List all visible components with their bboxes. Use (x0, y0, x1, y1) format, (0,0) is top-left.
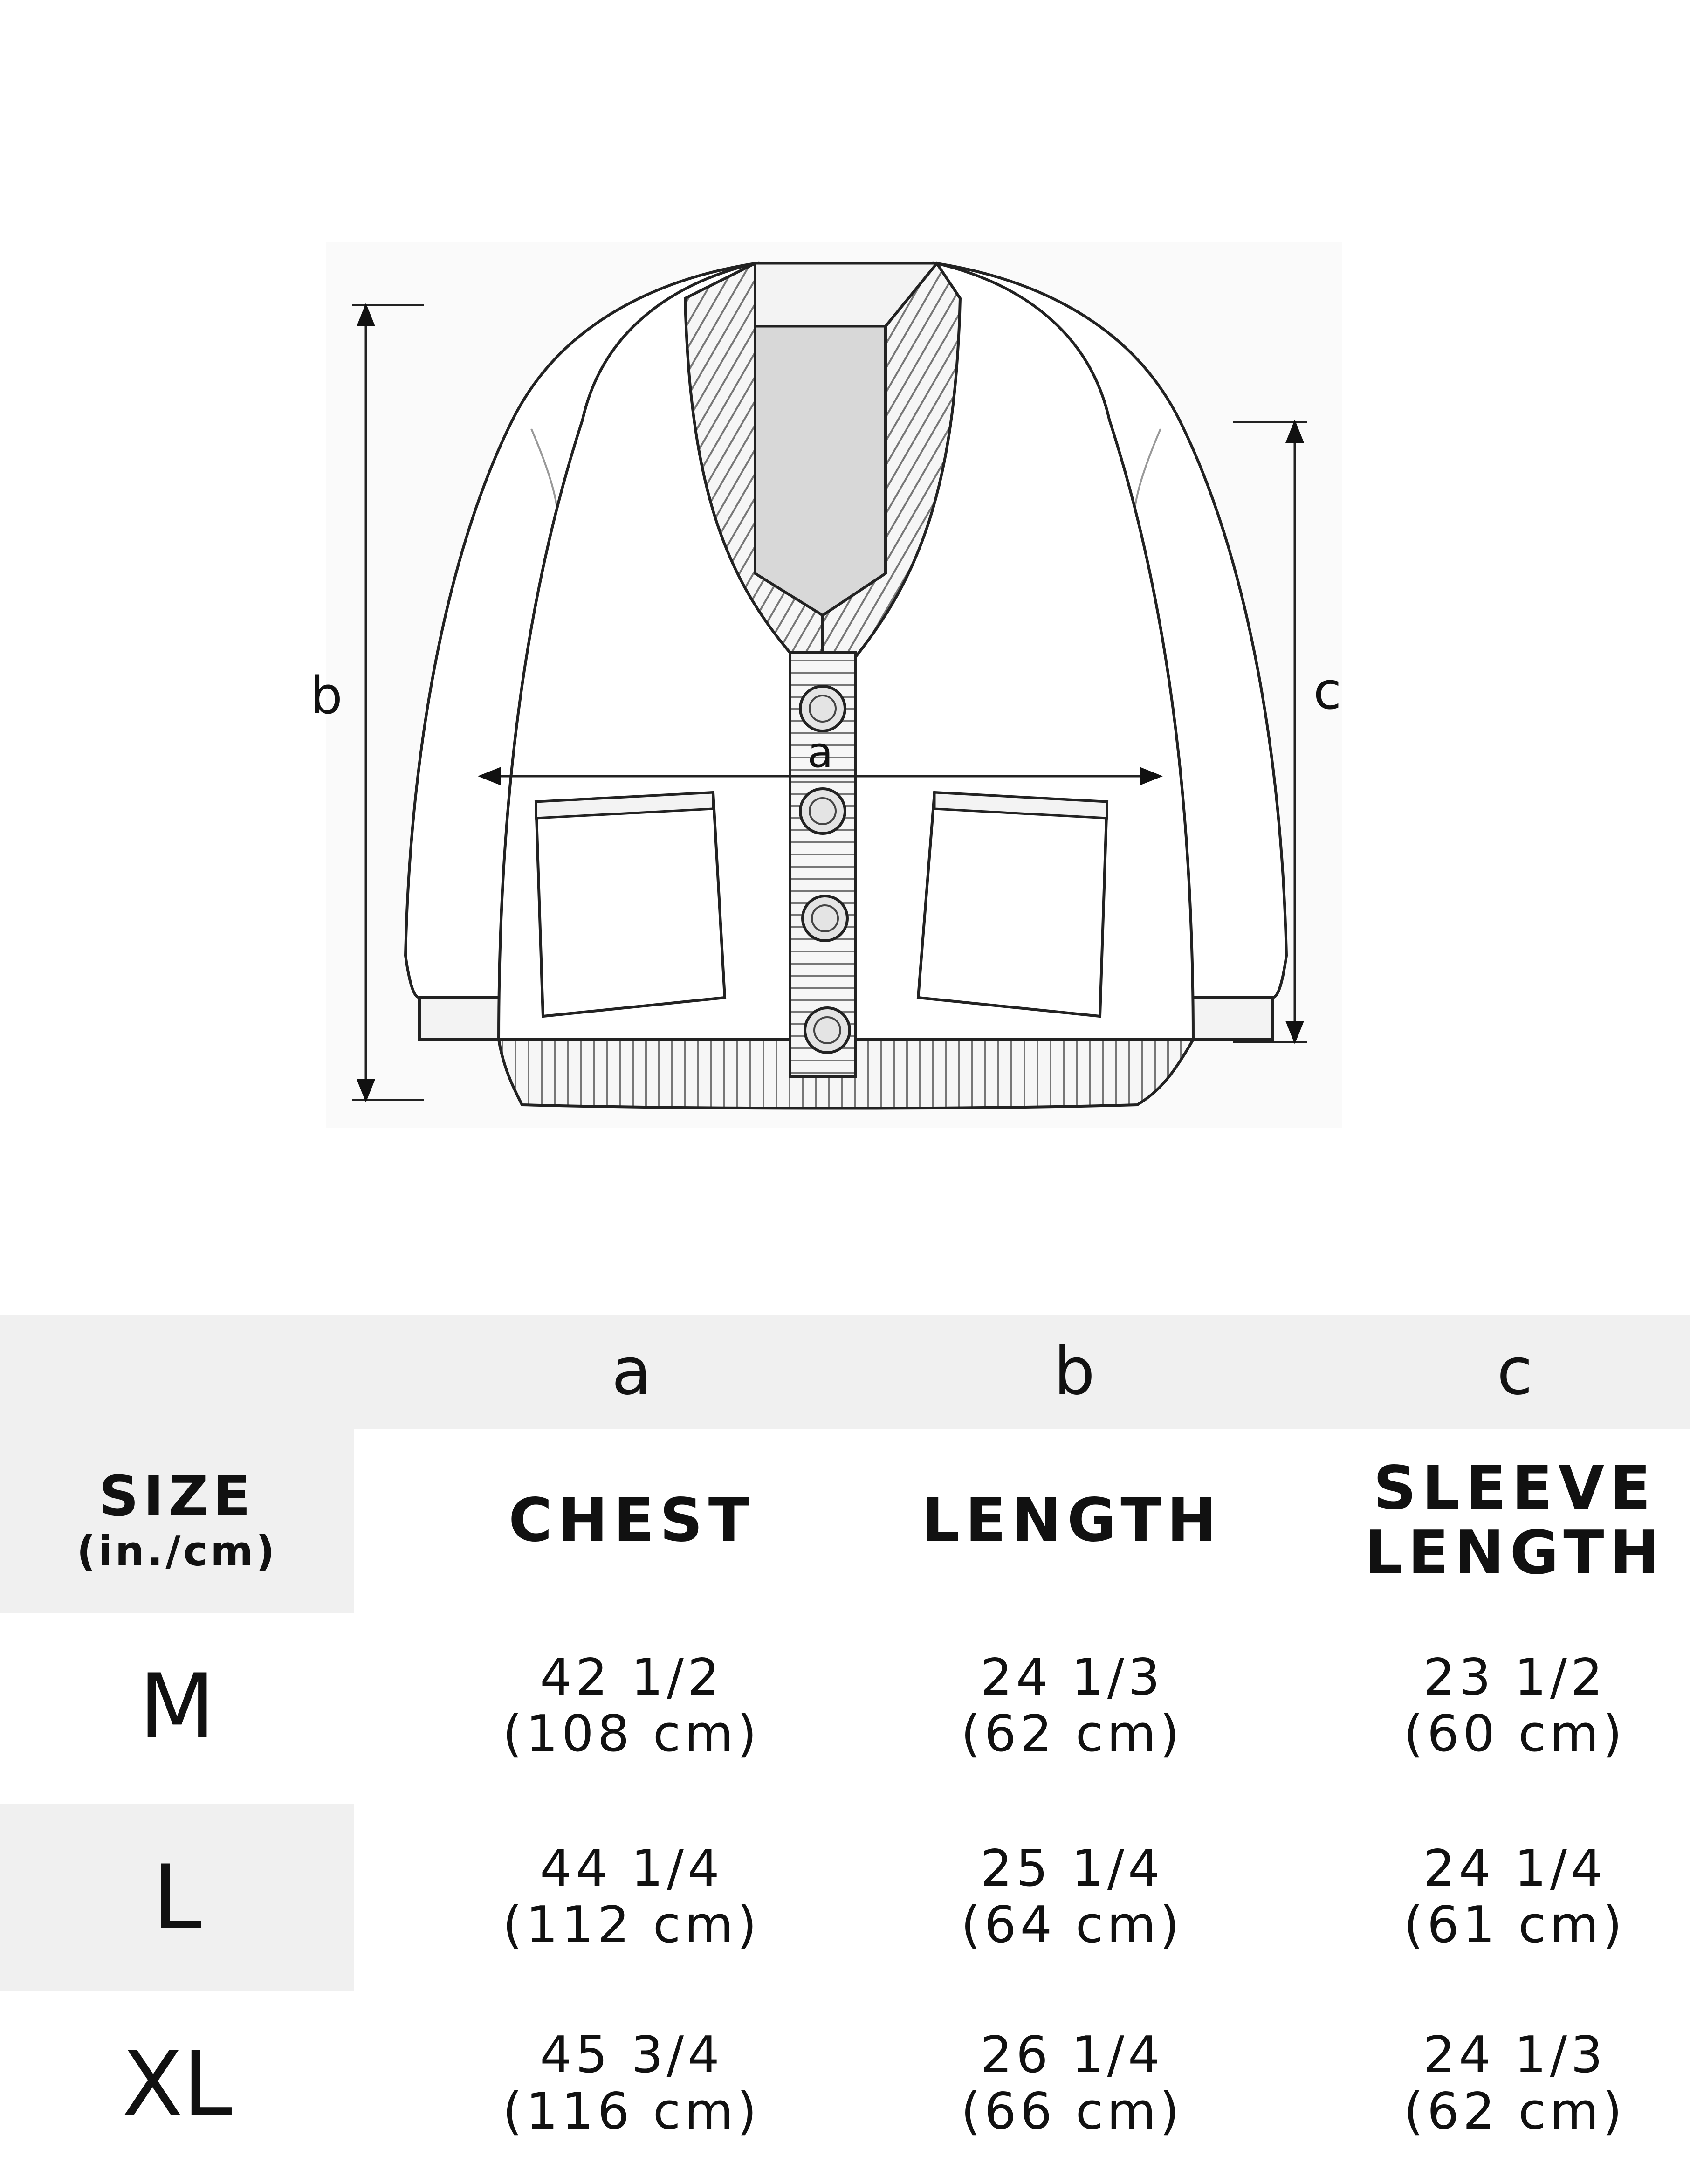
cm-value: (60 cm) (1403, 1705, 1626, 1763)
cm-value: (108 cm) (502, 1705, 761, 1763)
measure-label-c: c (1313, 661, 1341, 721)
length-header: LENGTH (921, 1486, 1223, 1556)
sleeve-value-cell: 23 1/2 (60 cm) (1305, 1613, 1690, 1799)
chest-value-cell: 42 1/2 (108 cm) (373, 1613, 890, 1799)
button (801, 895, 849, 942)
inch-value: 45 3/4 (540, 2026, 723, 2085)
size-cell-xl: XL (0, 1991, 354, 2177)
button (799, 685, 846, 732)
size-cell-l: L (0, 1804, 354, 1991)
chest-header: CHEST (508, 1486, 755, 1556)
inch-value: 44 1/4 (540, 1840, 723, 1898)
inch-value: 24 1/3 (1423, 2026, 1607, 2085)
size-cell-m: M (0, 1613, 354, 1799)
button (804, 1006, 851, 1054)
inch-value: 26 1/4 (980, 2026, 1164, 2085)
right-pocket-welt (933, 791, 1108, 820)
left-cuff (418, 996, 505, 1041)
sleeve-value-cell: 24 1/3 (62 cm) (1305, 1991, 1690, 2177)
column-letter-b: b (797, 1315, 1352, 1429)
column-letter-text: b (1053, 1334, 1095, 1410)
inch-value: 42 1/2 (540, 1648, 723, 1707)
column-letter-c: c (1291, 1315, 1690, 1429)
length-value-cell: 26 1/4 (66 cm) (862, 1991, 1282, 2177)
cardigan-diagram: b c a (310, 261, 1342, 1110)
cm-value: (112 cm) (502, 1896, 761, 1954)
button (799, 787, 846, 835)
sleeve-header-cell: SLEEVE LENGTH (1305, 1429, 1690, 1613)
measure-label-a: a (807, 728, 833, 777)
chest-value-cell: 45 3/4 (116 cm) (373, 1991, 890, 2177)
length-value-cell: 24 1/3 (62 cm) (862, 1613, 1282, 1799)
size-label: L (152, 1846, 202, 1949)
inch-value: 24 1/4 (1423, 1840, 1607, 1898)
sleeve-value-cell: 24 1/4 (61 cm) (1305, 1804, 1690, 1991)
inner-neck (754, 325, 887, 617)
left-pocket (534, 791, 727, 1018)
right-cuff (1187, 996, 1274, 1041)
cm-value: (64 cm) (961, 1896, 1183, 1954)
size-header-cell: SIZE (in./cm) (0, 1429, 354, 1613)
column-letter-a: a (354, 1315, 909, 1429)
cm-value: (61 cm) (1403, 1896, 1626, 1954)
size-label: XL (122, 2032, 232, 2136)
size-header-title: SIZE (99, 1463, 255, 1528)
cm-value: (66 cm) (961, 2082, 1183, 2141)
cm-value: (62 cm) (1403, 2082, 1626, 2141)
right-sleeve-seam (1134, 428, 1161, 509)
inch-value: 25 1/4 (980, 1840, 1164, 1898)
measure-label-b: b (310, 666, 343, 725)
chest-header-cell: CHEST (373, 1429, 890, 1613)
sleeve-header-line2: LENGTH (1364, 1518, 1665, 1588)
size-header-unit: (in./cm) (76, 1527, 278, 1575)
inch-value: 23 1/2 (1423, 1648, 1607, 1707)
chest-value-cell: 44 1/4 (112 cm) (373, 1804, 890, 1991)
hem-rib (497, 1038, 1196, 1110)
column-letter-text: a (611, 1334, 652, 1410)
size-label: M (139, 1654, 215, 1758)
right-pocket (916, 791, 1109, 1018)
length-header-cell: LENGTH (862, 1429, 1282, 1613)
cm-value: (116 cm) (502, 2082, 761, 2141)
sleeve-header-line1: SLEEVE (1373, 1454, 1656, 1523)
cm-value: (62 cm) (961, 1705, 1183, 1763)
inch-value: 24 1/3 (980, 1648, 1164, 1707)
column-letter-text: c (1497, 1334, 1533, 1410)
left-sleeve-seam (530, 428, 558, 509)
left-pocket-welt (535, 791, 714, 820)
length-value-cell: 25 1/4 (64 cm) (862, 1804, 1282, 1991)
table-letter-band (0, 1315, 1690, 1429)
